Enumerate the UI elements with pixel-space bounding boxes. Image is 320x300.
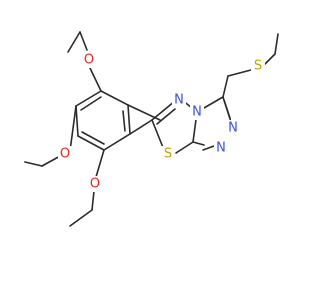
- nitrogen-atom-bridge: N: [190, 104, 204, 120]
- svg-text:S: S: [254, 59, 262, 74]
- svg-text:O: O: [60, 147, 70, 162]
- svg-text:N: N: [216, 141, 226, 156]
- svg-text:S: S: [164, 147, 172, 162]
- svg-text:N: N: [228, 121, 238, 136]
- oxygen-atom-bottom: O: [88, 176, 102, 192]
- svg-text:N: N: [192, 105, 202, 120]
- svg-text:O: O: [84, 53, 94, 68]
- sulfur-atom-ring: S: [161, 146, 175, 162]
- nitrogen-atom-triazole-upper: N: [226, 120, 240, 136]
- oxygen-atom-middle: O: [58, 146, 72, 162]
- molecule-diagram: O O O N N N N S: [24, 31, 279, 227]
- bonds: [24, 31, 279, 227]
- svg-text:N: N: [174, 93, 184, 108]
- molecule-structure: O O O N N N N S: [24, 31, 279, 227]
- sulfur-atom-thioether: S: [251, 58, 265, 74]
- nitrogen-atom-triazole-lower: N: [214, 140, 228, 156]
- atom-labels: O O O N N N N S: [58, 52, 265, 192]
- svg-text:O: O: [90, 177, 100, 192]
- nitrogen-atom-thiadiazole: N: [172, 92, 186, 108]
- oxygen-atom-top: O: [82, 52, 96, 68]
